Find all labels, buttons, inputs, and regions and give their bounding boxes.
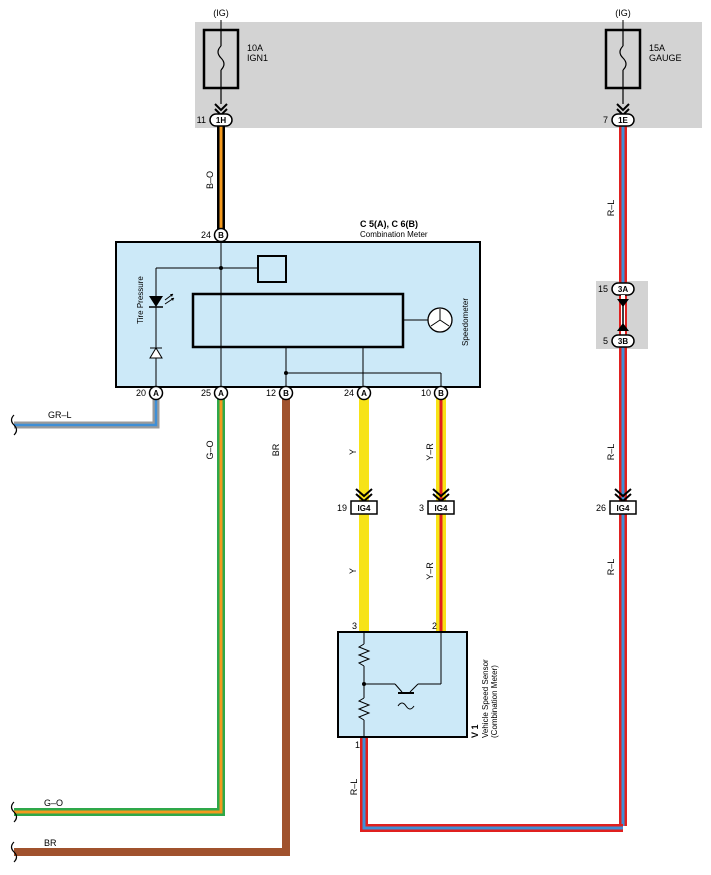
sensor-name-line1: Vehicle Speed Sensor [481,659,490,738]
connector-1h-code: 1H [216,116,226,125]
tire-pressure-led-icon [149,293,175,308]
fuse-ign1: (IG) 10A IGN1 [202,8,268,104]
fuse-ign1-ig-label: (IG) [213,8,229,18]
wire-label-gr-l: GR–L [48,410,72,420]
wire-b-o [217,126,225,229]
connector-3a-code: 3A [618,285,628,294]
meter-ref: C 5(A), C 6(B) [360,219,418,229]
sensor-pin-2: 2 [432,621,437,631]
fuse-ign1-rating: 10A [247,43,263,53]
wire-br [10,397,290,863]
fuse-gauge-name: GAUGE [649,53,682,63]
diode-icon [149,347,163,359]
connector-b12-code: B [283,389,289,398]
connector-b12: B 12 [266,385,294,401]
connector-a25-pin: 25 [201,388,211,398]
wire-label-y-upper: Y [348,449,358,455]
fuse-gauge: (IG) 15A GAUGE [604,8,682,104]
sensor-pin-1: 1 [355,740,360,750]
wire-label-y-lower: Y [348,568,358,574]
meter-small-box [257,255,287,283]
wire-label-b-o: B–O [205,171,215,189]
connector-3b-pin: 5 [603,336,608,346]
connector-ig4-3-code: IG4 [435,504,448,513]
connector-meter-b24: B 24 [201,227,229,243]
wire-label-y-r-upper: Y–R [425,443,435,461]
connector-1e-code: 1E [618,116,628,125]
connector-1h: 1H 11 [197,103,233,127]
sensor-ref: V 1 [470,724,480,738]
connector-a24: A 24 [344,385,372,401]
connector-ig4-3-pin: 3 [419,503,424,513]
connector-ig4-26: IG4 26 [596,488,637,515]
vehicle-speed-sensor [337,631,468,738]
connector-a24-code: A [361,389,367,398]
connector-ig4-19: IG4 19 [337,488,378,515]
connector-a20-pin: 20 [136,388,146,398]
wire-label-g-o-vertical: G–O [205,440,215,459]
connector-meter-b24-code: B [218,231,224,240]
connector-ig4-19-code: IG4 [358,504,371,513]
connector-3b: 3B 5 [603,334,635,348]
connector-ig4-26-pin: 26 [596,503,606,513]
meter-ecu-box [191,292,405,349]
combination-meter [115,241,481,388]
meter-name: Combination Meter [360,230,428,239]
connector-b12-pin: 12 [266,388,276,398]
connector-ig4-3: IG4 3 [419,488,455,515]
connector-ig4-26-code: IG4 [617,504,630,513]
connector-1h-pin: 11 [197,115,206,125]
speedometer-label: Speedometer [461,298,470,346]
wire-label-r-l-lower: R–L [606,559,616,576]
fuse-gauge-rating: 15A [649,43,665,53]
sensor-pin-3: 3 [352,621,357,631]
wire-r-l-right [619,126,627,826]
speedometer-icon [427,307,453,333]
wire-r-l-bottom [360,738,623,832]
connector-3b-code: 3B [618,337,628,346]
connector-1e: 1E 7 [603,103,635,127]
sensor-name-line2: (Combination Meter) [490,665,499,738]
wire-label-br-vertical: BR [271,443,281,456]
wire-label-br-bottom: BR [44,838,57,848]
connector-a24-pin: 24 [344,388,354,398]
tire-pressure-label: Tire Pressure [136,276,145,324]
connector-a20: A 20 [136,385,164,401]
connector-b10-pin: 10 [421,388,431,398]
connector-3a: 3A 15 [598,282,635,296]
wire-label-r-l-bottom: R–L [349,779,359,796]
connector-a25-code: A [218,389,224,398]
wire-label-r-l-mid: R–L [606,444,616,461]
wire-label-r-l-top: R–L [606,200,616,217]
connector-ig4-19-pin: 19 [337,503,347,513]
connector-b10-code: B [438,389,444,398]
wire-label-g-o-bottom: G–O [44,798,63,808]
fuse-gauge-ig-label: (IG) [615,8,631,18]
wire-gr-l [10,397,160,436]
connector-a25: A 25 [201,385,229,401]
wire-g-o [10,397,225,823]
connector-b10: B 10 [421,385,449,401]
fuse-ign1-name: IGN1 [247,53,268,63]
connector-3a-pin: 15 [598,284,608,294]
connector-meter-b24-pin: 24 [201,230,211,240]
connector-1e-pin: 7 [603,115,608,125]
wire-label-y-r-lower: Y–R [425,562,435,580]
connector-3a-3b-link [617,295,629,335]
connector-a20-code: A [153,389,159,398]
